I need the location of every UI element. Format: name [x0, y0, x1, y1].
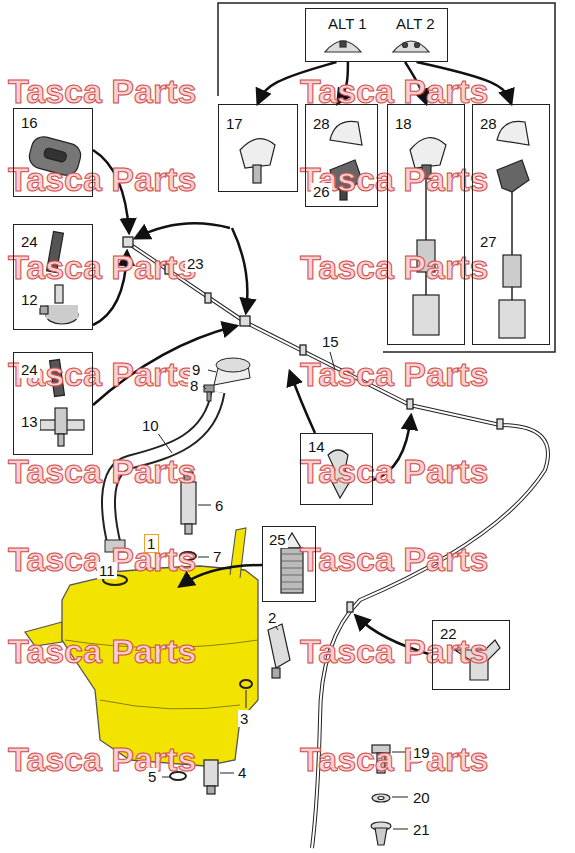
inset-box: 22: [432, 620, 510, 690]
inset-box: 24 13: [13, 352, 93, 455]
alt-icons: [325, 41, 429, 52]
callout-number: 7: [211, 548, 223, 565]
callout-number: 15: [320, 333, 341, 350]
callout-number: 25: [267, 531, 288, 548]
callout-number: 18: [393, 115, 414, 132]
callout-number: 21: [411, 821, 432, 838]
watermark: Tasca Parts: [300, 248, 488, 286]
callout-number: 16: [19, 114, 40, 131]
inset-box: 18: [387, 104, 465, 345]
watermark: Tasca Parts: [300, 452, 488, 490]
inset-box: 25: [262, 526, 316, 602]
callout-number: 8: [188, 377, 200, 394]
callout-number: 24: [19, 233, 40, 250]
watermark: Tasca Parts: [8, 632, 196, 670]
group-frame: [218, 3, 555, 352]
inset-box: 14: [300, 433, 373, 505]
inset-box: 28 27: [472, 104, 550, 345]
watermark: Tasca Parts: [300, 540, 488, 578]
callout-number: 4: [236, 764, 248, 781]
callout-arrows: [93, 150, 432, 655]
callout-box: 1: [144, 534, 159, 553]
callout-number: 24: [19, 361, 40, 378]
watermark: Tasca Parts: [8, 72, 196, 110]
watermark: Tasca Parts: [8, 160, 196, 198]
inset-box: 17: [218, 104, 298, 192]
callout-number: 28: [311, 115, 332, 132]
callout-number: 14: [306, 438, 327, 455]
callout-number: 5: [146, 768, 158, 785]
callout-number: 9: [190, 361, 202, 378]
watermark: Tasca Parts: [8, 452, 196, 490]
watermark: Tasca Parts: [300, 355, 488, 393]
callout-number: 19: [411, 744, 432, 761]
callout-number: ALT 2: [394, 15, 437, 32]
watermark: Tasca Parts: [300, 632, 488, 670]
watermark: Tasca Parts: [8, 248, 196, 286]
callout-number: 10: [140, 417, 161, 434]
callout-number: 3: [238, 710, 250, 727]
inset-box: 16: [13, 108, 93, 197]
watermark: Tasca Parts: [8, 740, 196, 778]
callout-number: 27: [478, 233, 499, 250]
callout-number: 2: [266, 609, 278, 626]
nozzle: [240, 139, 275, 183]
inset-box: 24 12: [13, 224, 93, 330]
alt-selector-box: ALT 1 ALT 2: [305, 8, 448, 62]
callout-number: 1: [145, 535, 157, 552]
callout-number: 6: [213, 497, 225, 514]
callout-number: 23: [185, 255, 206, 272]
inset-box: 28 26: [305, 104, 378, 207]
callout-number: 17: [224, 115, 245, 132]
callout-number: 26: [311, 183, 332, 200]
callout-number: 13: [19, 413, 40, 430]
callout-number: 28: [478, 115, 499, 132]
watermark: Tasca Parts: [300, 740, 488, 778]
callout-number: ALT 1: [326, 15, 369, 32]
callout-number: 22: [438, 625, 459, 642]
callout-number: 11: [97, 562, 117, 579]
callout-number: 20: [411, 789, 432, 806]
callout-number: 12: [19, 291, 40, 308]
